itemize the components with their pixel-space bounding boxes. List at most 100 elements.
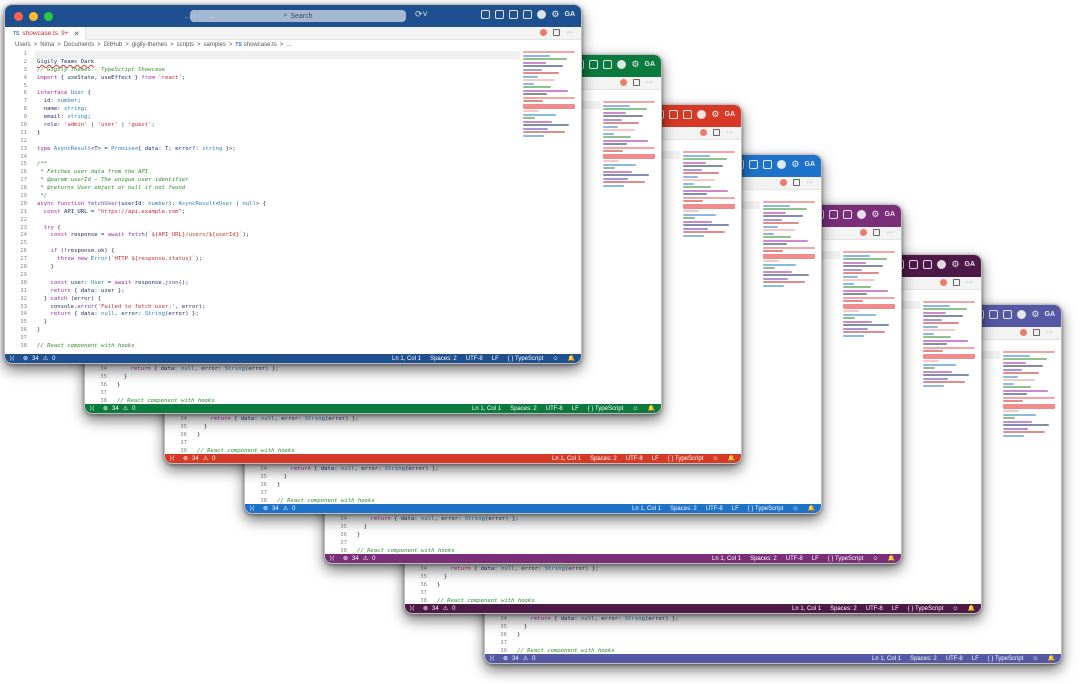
end-of-line[interactable]: LF <box>491 355 499 362</box>
encoding[interactable]: UTF-8 <box>945 655 963 662</box>
debug-icon[interactable] <box>540 29 547 36</box>
breadcrumb-item[interactable]: Users <box>15 42 31 48</box>
notifications-bell-icon[interactable]: 🔔 <box>887 556 895 562</box>
accounts-icon[interactable] <box>777 160 787 169</box>
problems-indicator[interactable]: ⊗ 34 ⚠ 0 <box>503 655 535 663</box>
end-of-line[interactable]: LF <box>891 605 899 612</box>
encoding[interactable]: UTF-8 <box>625 455 643 462</box>
breadcrumb-file[interactable]: showcase.ts <box>243 42 277 48</box>
accounts-icon[interactable] <box>937 260 947 269</box>
language-mode[interactable]: { } TypeScript <box>508 356 544 362</box>
toggle-panel-icon[interactable] <box>669 110 679 119</box>
cursor-position[interactable]: Ln 1, Col 1 <box>712 555 742 562</box>
more-actions-icon[interactable]: ··· <box>646 79 653 86</box>
toggle-panel-icon[interactable] <box>989 310 999 319</box>
split-editor-icon[interactable] <box>953 279 960 286</box>
account-initials[interactable]: GA <box>564 11 576 18</box>
copilot-status-icon[interactable]: ☺ <box>792 505 799 512</box>
encoding[interactable]: UTF-8 <box>865 605 883 612</box>
account-initials[interactable]: GA <box>644 61 656 68</box>
remote-indicator-icon[interactable]: ⟩⟨ <box>329 556 335 562</box>
split-editor-icon[interactable] <box>793 179 800 186</box>
gear-icon[interactable]: ⚙ <box>871 209 880 219</box>
cursor-position[interactable]: Ln 1, Col 1 <box>872 655 902 662</box>
encoding[interactable]: UTF-8 <box>545 405 563 412</box>
encoding[interactable]: UTF-8 <box>785 555 803 562</box>
toggle-panel-icon[interactable] <box>909 260 919 269</box>
gear-icon[interactable]: ⚙ <box>631 59 640 69</box>
accounts-icon[interactable] <box>697 110 707 119</box>
notifications-bell-icon[interactable]: 🔔 <box>647 406 655 412</box>
indentation[interactable]: Spaces: 2 <box>750 555 777 562</box>
remote-indicator-icon[interactable]: ⟩⟨ <box>169 456 175 462</box>
debug-icon[interactable] <box>700 129 707 136</box>
accounts-icon[interactable] <box>1017 310 1027 319</box>
breadcrumb-item[interactable]: GitHub <box>103 42 123 48</box>
more-actions-icon[interactable]: ··· <box>886 229 893 236</box>
close-tab-icon[interactable]: ✕ <box>73 30 80 38</box>
toggle-panel-icon[interactable] <box>749 160 759 169</box>
accounts-icon[interactable] <box>617 60 627 69</box>
toggle-secondary-sidebar-icon[interactable] <box>843 210 853 219</box>
copilot-status-icon[interactable]: ☺ <box>952 605 959 612</box>
split-editor-icon[interactable] <box>873 229 880 236</box>
more-actions-icon[interactable]: ··· <box>726 129 733 136</box>
more-actions-icon[interactable]: ··· <box>806 179 813 186</box>
copilot-status-icon[interactable]: ☺ <box>1032 655 1039 662</box>
gear-icon[interactable]: ⚙ <box>791 159 800 169</box>
language-mode[interactable]: { } TypeScript <box>828 556 864 562</box>
problems-indicator[interactable]: ⊗ 34 ⚠ 0 <box>423 605 455 613</box>
minimap[interactable] <box>763 201 817 291</box>
indentation[interactable]: Spaces: 2 <box>510 405 537 412</box>
toggle-secondary-sidebar-icon[interactable] <box>763 160 773 169</box>
debug-icon[interactable] <box>780 179 787 186</box>
copilot-status-icon[interactable]: ☺ <box>872 555 879 562</box>
cursor-position[interactable]: Ln 1, Col 1 <box>472 405 502 412</box>
indentation[interactable]: Spaces: 2 <box>910 655 937 662</box>
command-center-search[interactable]: ⌕ Search <box>190 10 406 22</box>
account-initials[interactable]: GA <box>1044 311 1056 318</box>
gear-icon[interactable]: ⚙ <box>1031 309 1040 319</box>
breadcrumb-item[interactable]: samples <box>203 42 226 48</box>
minimap[interactable] <box>603 101 657 191</box>
toggle-panel-icon[interactable] <box>589 60 599 69</box>
split-editor-icon[interactable] <box>553 29 560 36</box>
language-mode[interactable]: { } TypeScript <box>668 456 704 462</box>
remote-indicator-icon[interactable]: ⟩⟨ <box>89 406 95 412</box>
breadcrumb-item[interactable]: scripts <box>176 42 195 48</box>
toggle-panel-icon[interactable] <box>829 210 839 219</box>
debug-icon[interactable] <box>620 79 627 86</box>
more-actions-icon[interactable]: ··· <box>966 279 973 286</box>
toggle-secondary-sidebar-icon[interactable] <box>1003 310 1013 319</box>
toggle-primary-sidebar-icon[interactable] <box>495 10 505 19</box>
account-initials[interactable]: GA <box>884 211 896 218</box>
split-editor-icon[interactable] <box>713 129 720 136</box>
notifications-bell-icon[interactable]: 🔔 <box>967 606 975 612</box>
problems-indicator[interactable]: ⊗ 34 ⚠ 0 <box>23 355 55 363</box>
gear-icon[interactable]: ⚙ <box>551 9 560 19</box>
breadcrumb-item[interactable]: Documents <box>63 42 95 48</box>
accounts-icon[interactable] <box>537 10 547 19</box>
breadcrumb-symbol[interactable]: ... <box>286 42 292 48</box>
copilot-menu-icon[interactable]: ⟳˅ <box>415 9 428 19</box>
customize-layout-icon[interactable] <box>481 10 491 19</box>
minimap[interactable] <box>1003 351 1057 441</box>
toggle-secondary-sidebar-icon[interactable] <box>603 60 613 69</box>
toggle-secondary-sidebar-icon[interactable] <box>683 110 693 119</box>
remote-indicator-icon[interactable]: ⟩⟨ <box>409 606 415 612</box>
gear-icon[interactable]: ⚙ <box>711 109 720 119</box>
toggle-secondary-sidebar-icon[interactable] <box>523 10 533 19</box>
breadcrumb-item[interactable]: Nima <box>40 42 55 48</box>
notifications-bell-icon[interactable]: 🔔 <box>1047 656 1055 662</box>
indentation[interactable]: Spaces: 2 <box>590 455 617 462</box>
end-of-line[interactable]: LF <box>651 455 659 462</box>
cursor-position[interactable]: Ln 1, Col 1 <box>792 605 822 612</box>
breadcrumb-item[interactable]: gigily-themes <box>131 42 168 48</box>
close-window-button[interactable] <box>14 11 23 21</box>
cursor-position[interactable]: Ln 1, Col 1 <box>552 455 582 462</box>
more-actions-icon[interactable]: ··· <box>566 29 573 36</box>
indentation[interactable]: Spaces: 2 <box>670 505 697 512</box>
tab-showcase-ts[interactable]: TS showcase.ts 9+ ✕ <box>5 27 87 40</box>
account-initials[interactable]: GA <box>804 161 816 168</box>
account-initials[interactable]: GA <box>964 261 976 268</box>
